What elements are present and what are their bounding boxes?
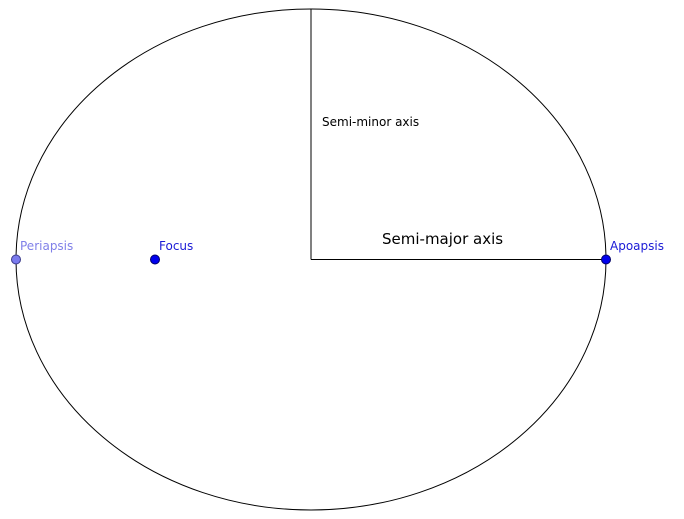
periapsis-label: Periapsis [20,239,73,253]
semi-minor-axis-label: Semi-minor axis [322,115,419,129]
apoapsis-point [601,254,611,265]
apoapsis-label: Apoapsis [610,239,664,253]
focus-point [150,254,160,265]
semi-major-axis-label: Semi-major axis [382,230,503,248]
focus-label: Focus [159,239,193,253]
periapsis-point [11,254,21,265]
